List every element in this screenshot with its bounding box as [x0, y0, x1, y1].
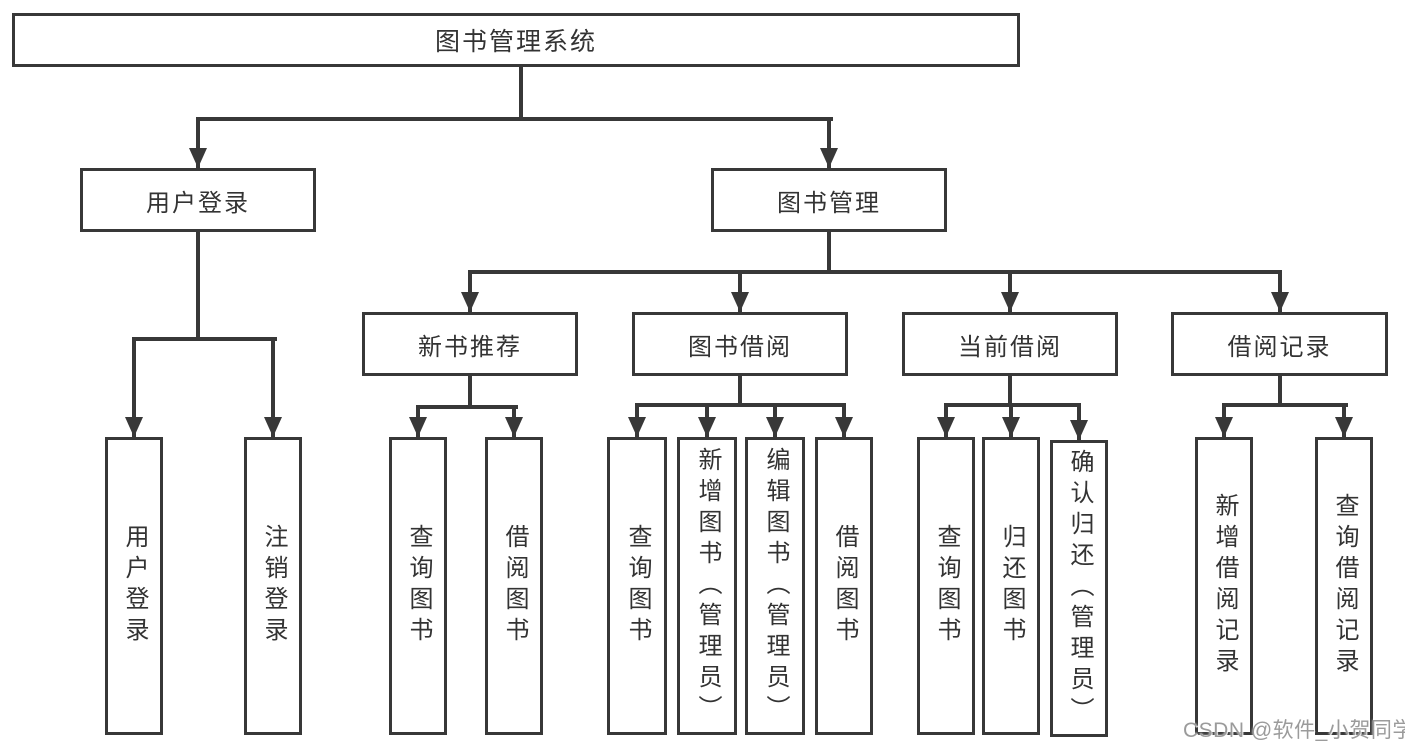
connector-user-login-vertical [196, 231, 200, 341]
leaf-query-books-borrowing-label: 查询图书 [624, 524, 651, 648]
arrow-down [505, 417, 523, 437]
connector-stub-book-borrowing [738, 270, 742, 312]
leaf-query-books-borrowing: 查询图书 [607, 437, 667, 735]
arrow-down [628, 417, 646, 437]
arrow-down [1215, 417, 1233, 437]
leaf-user-login: 用户登录 [105, 437, 163, 735]
arrow-down [264, 417, 282, 437]
node-current-borrowing: 当前借阅 [902, 312, 1118, 376]
arrow-down [1001, 292, 1019, 312]
leaf-query-books-recommend: 查询图书 [389, 437, 447, 735]
connector-stub-new-book [468, 270, 472, 312]
leaf-add-borrow-record-label: 新增借阅记录 [1211, 493, 1238, 679]
node-new-book-recommend: 新书推荐 [362, 312, 578, 376]
leaf-query-books-current: 查询图书 [917, 437, 975, 735]
leaf-add-books-admin: 新增图书（管理员） [677, 437, 737, 735]
arrow-down [1002, 417, 1020, 437]
connector-borrow-records-horizontal [1222, 403, 1348, 407]
arrow-down [1335, 417, 1353, 437]
leaf-return-books: 归还图书 [982, 437, 1040, 735]
node-book-borrowing: 图书借阅 [632, 312, 848, 376]
leaf-add-books-admin-label: 新增图书（管理员） [694, 446, 721, 726]
connector-book-management-horizontal [468, 270, 1282, 274]
arrow-down [698, 417, 716, 437]
connector-book-management-vertical [827, 231, 831, 274]
arrow-down [937, 417, 955, 437]
leaf-confirm-return-admin: 确认归还（管理员） [1050, 440, 1108, 737]
leaf-borrow-books-borrowing-label: 借阅图书 [831, 524, 858, 648]
node-user-login: 用户登录 [80, 168, 316, 232]
leaf-logout-login-label: 注销登录 [260, 524, 287, 648]
arrow-down [461, 292, 479, 312]
leaf-query-borrow-record: 查询借阅记录 [1315, 437, 1373, 735]
arrow-down [820, 148, 838, 168]
connector-new-book-vertical [468, 375, 472, 409]
connector-stub-current-borrowing [1008, 270, 1012, 312]
leaf-query-books-current-label: 查询图书 [933, 524, 960, 648]
connector-stub-borrow-records [1278, 270, 1282, 312]
arrow-down [731, 292, 749, 312]
leaf-add-borrow-record: 新增借阅记录 [1195, 437, 1253, 735]
leaf-confirm-return-admin-label: 确认归还（管理员） [1066, 449, 1093, 728]
connector-new-book-horizontal [416, 405, 518, 409]
connector-user-login-horizontal [132, 337, 277, 341]
leaf-borrow-books-recommend: 借阅图书 [485, 437, 543, 735]
leaf-borrow-books-borrowing: 借阅图书 [815, 437, 873, 735]
leaf-return-books-label: 归还图书 [998, 524, 1025, 648]
node-book-management: 图书管理 [711, 168, 947, 232]
node-library-system: 图书管理系统 [12, 13, 1020, 67]
connector-current-borrowing-vertical [1008, 375, 1012, 406]
connector-borrow-records-vertical [1278, 375, 1282, 406]
connector-stub-book-management [827, 117, 831, 168]
leaf-query-borrow-record-label: 查询借阅记录 [1331, 493, 1358, 679]
arrow-down [1271, 292, 1289, 312]
node-borrow-records: 借阅记录 [1171, 312, 1388, 376]
leaf-user-login-label: 用户登录 [121, 524, 148, 648]
connector-stub-user-login [196, 117, 200, 168]
leaf-logout-login: 注销登录 [244, 437, 302, 735]
leaf-edit-books-admin: 编辑图书（管理员） [745, 437, 805, 735]
arrow-down [766, 417, 784, 437]
connector-book-borrowing-horizontal [635, 403, 846, 407]
connector-stub-leaf-user-login [132, 337, 136, 437]
arrow-down [1070, 420, 1088, 440]
connector-root-horizontal [196, 117, 833, 121]
arrow-down [835, 417, 853, 437]
csdn-watermark: CSDN @软件_小贺同学 [1183, 719, 1405, 742]
connector-book-borrowing-vertical [738, 375, 742, 406]
arrow-down [409, 417, 427, 437]
connector-root-vertical [519, 66, 523, 119]
arrow-down [189, 148, 207, 168]
connector-stub-leaf-logout [271, 337, 275, 437]
arrow-down [125, 417, 143, 437]
leaf-edit-books-admin-label: 编辑图书（管理员） [762, 446, 789, 726]
leaf-borrow-books-recommend-label: 借阅图书 [501, 524, 528, 648]
leaf-query-books-recommend-label: 查询图书 [405, 524, 432, 648]
